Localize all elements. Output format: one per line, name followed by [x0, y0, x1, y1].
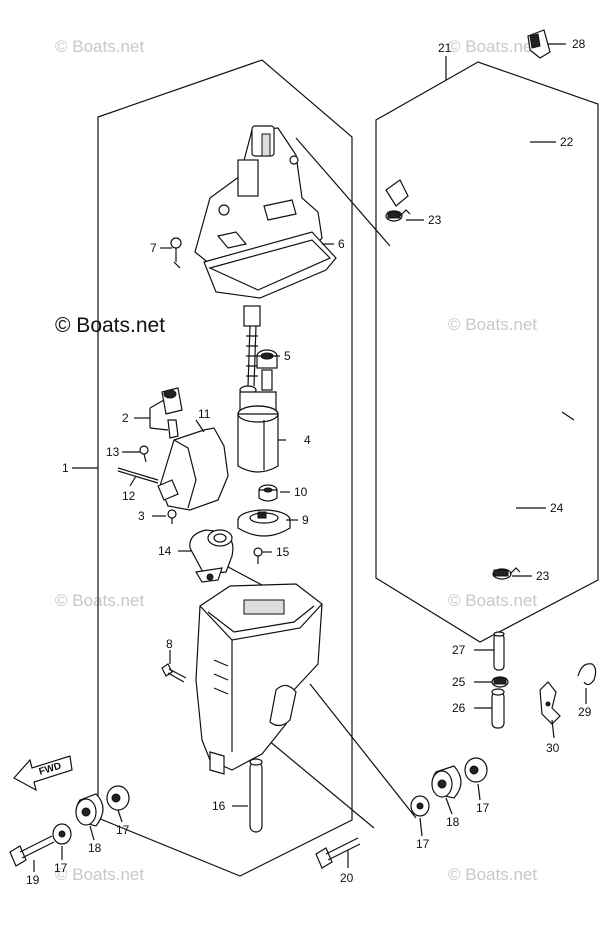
leader-line [309, 683, 417, 819]
screw-part [253, 547, 263, 564]
part-label-10[interactable]: 10 [294, 485, 308, 499]
filter-ring-part [237, 509, 291, 537]
part-label-17[interactable]: 17 [416, 837, 430, 851]
watermark: © Boats.net [55, 37, 144, 56]
small-screw-part [139, 445, 149, 463]
part-label-14[interactable]: 14 [158, 544, 172, 558]
bolt-part [161, 663, 187, 683]
part-label-1[interactable]: 1 [62, 461, 69, 475]
fwd-arrow-icon: FWD [13, 755, 73, 792]
part-label-25[interactable]: 25 [452, 675, 466, 689]
grommet-part [258, 484, 278, 502]
part-label-18[interactable]: 18 [88, 841, 102, 855]
watermark: © Boats.net [448, 865, 537, 884]
part-label-28[interactable]: 28 [572, 37, 586, 51]
part-label-15[interactable]: 15 [276, 545, 290, 559]
part-label-23[interactable]: 23 [428, 213, 442, 227]
hose-group-outline [375, 61, 599, 643]
hose-clip-part [527, 29, 551, 59]
part-label-17[interactable]: 17 [54, 861, 68, 875]
hose-clamp-part [385, 209, 411, 222]
pump-cover-part [194, 125, 337, 299]
part-label-11[interactable]: 11 [198, 407, 211, 421]
bracket-cover-part [157, 427, 229, 511]
hose-segment-part [249, 758, 263, 833]
part-label-2[interactable]: 2 [122, 411, 129, 425]
right-mount-parts [315, 757, 488, 869]
part-label-18[interactable]: 18 [446, 815, 460, 829]
leader-line [261, 734, 375, 829]
part-label-9[interactable]: 9 [302, 513, 309, 527]
vapor-separator-tank [195, 583, 323, 775]
part-label-29[interactable]: 29 [578, 705, 592, 719]
hose-clamp-part [492, 567, 521, 580]
part-label-27[interactable]: 27 [452, 643, 466, 657]
part-label-22[interactable]: 22 [560, 135, 574, 149]
leader-lines [33, 43, 587, 872]
part-label-8[interactable]: 8 [166, 637, 173, 651]
part-labels: 1 2 3 4 5 6 7 8 9 10 11 12 13 14 15 16 1… [26, 37, 592, 887]
part-label-20[interactable]: 20 [340, 871, 354, 885]
hose-clamp-part [491, 676, 509, 688]
regulator-part [189, 529, 234, 583]
part-label-30[interactable]: 30 [546, 741, 560, 755]
part-label-16[interactable]: 16 [212, 799, 226, 813]
fuel-pump-part [237, 369, 279, 473]
watermark: © Boats.net [55, 865, 144, 884]
part-label-21[interactable]: 21 [438, 41, 452, 55]
part-label-5[interactable]: 5 [284, 349, 291, 363]
part-label-23[interactable]: 23 [536, 569, 550, 583]
fitting-part [161, 387, 183, 439]
fuel-hose-part [385, 83, 576, 569]
part-label-26[interactable]: 26 [452, 701, 466, 715]
bracket-part [539, 681, 561, 725]
watermark-main: © Boats.net [55, 314, 165, 337]
screw-part [170, 237, 182, 269]
part-label-24[interactable]: 24 [550, 501, 564, 515]
small-hose-part [491, 688, 505, 729]
pin-part [117, 467, 159, 481]
part-label-7[interactable]: 7 [150, 241, 157, 255]
watermark: © Boats.net [55, 591, 144, 610]
leader-line [295, 137, 391, 247]
watermark: © Boats.net [448, 37, 537, 56]
small-hose-part [493, 631, 505, 671]
part-label-6[interactable]: 6 [338, 237, 345, 251]
watermark: © Boats.net [448, 315, 537, 334]
part-label-17[interactable]: 17 [116, 823, 130, 837]
part-label-3[interactable]: 3 [138, 509, 145, 523]
watermark: © Boats.net [448, 591, 537, 610]
part-label-19[interactable]: 19 [26, 873, 40, 887]
part-label-13[interactable]: 13 [106, 445, 120, 459]
wire-clip-part [577, 663, 597, 686]
left-mount-parts [9, 785, 130, 867]
part-label-17[interactable]: 17 [476, 801, 490, 815]
part-label-12[interactable]: 12 [122, 489, 136, 503]
screw-part [167, 509, 177, 524]
part-label-4[interactable]: 4 [304, 433, 311, 447]
